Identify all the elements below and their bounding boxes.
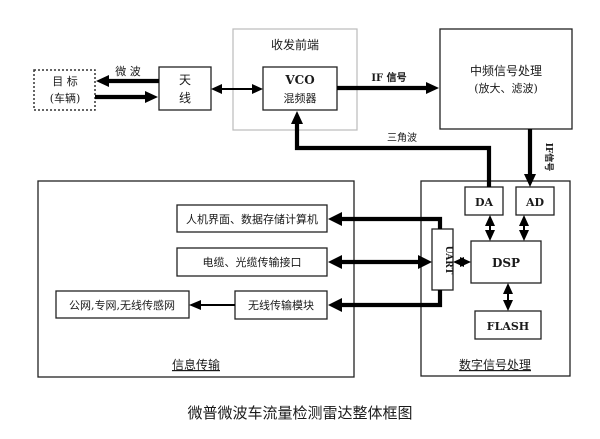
- wireless-module-label: 无线传输模块: [248, 298, 314, 312]
- hmi-computer-box: 人机界面、数据存储计算机: [176, 204, 328, 233]
- microwave-in-arrow: [95, 91, 158, 103]
- da-dsp-arrow: [485, 215, 495, 241]
- if-processing-sublabel: (放大、滤波): [474, 81, 538, 95]
- uart-box: UART: [431, 228, 454, 291]
- if-signal-arrow: [337, 82, 439, 94]
- antenna-box: 天 线: [158, 66, 212, 111]
- dsp-box: DSP: [470, 240, 542, 284]
- dsp-label: DSP: [492, 256, 520, 270]
- if-signal-label: IF 信号: [371, 71, 406, 84]
- cable-uart-arrow: [328, 255, 432, 269]
- transceiver-title: 收发前端: [271, 37, 319, 52]
- if-processing-box: 中频信号处理 (放大、滤波): [439, 28, 573, 130]
- microwave-out-arrow: [96, 75, 159, 87]
- mixer-label: 混频器: [284, 91, 317, 105]
- flash-label: FLASH: [487, 320, 529, 333]
- da-label: DA: [475, 196, 494, 209]
- ad-dsp-arrow: [519, 215, 529, 241]
- microwave-label: 微 波: [115, 64, 141, 78]
- uart-label: UART: [443, 246, 453, 275]
- cable-interface-box: 电缆、光缆传输接口: [176, 247, 328, 277]
- if-to-ad-arrow: [524, 129, 536, 187]
- vco-label: VCO: [284, 73, 314, 87]
- network-label: 公网,专网,无线传感网: [69, 298, 175, 312]
- diagram-caption: 微普微波车流量检测雷达整体框图: [187, 404, 412, 422]
- antenna-label-1: 天: [179, 73, 191, 87]
- if-signal-vertical-label: IF信号: [543, 143, 555, 172]
- if-processing-label: 中频信号处理: [470, 63, 542, 78]
- digital-processing-title: 数字信号处理: [459, 357, 531, 372]
- antenna-label-2: 线: [179, 91, 191, 105]
- hmi-computer-label: 人机界面、数据存储计算机: [186, 212, 318, 226]
- target-label: 目 标: [52, 74, 78, 88]
- cable-interface-label: 电缆、光缆传输接口: [203, 255, 302, 269]
- wireless-uart-arrow: [328, 290, 443, 312]
- target-box: 目 标 (车辆): [33, 69, 96, 111]
- uart-dsp-arrow: [453, 257, 471, 267]
- ad-label: AD: [525, 196, 545, 209]
- dsp-flash-arrow: [503, 283, 513, 311]
- vco-mixer-box: VCO 混频器: [262, 66, 338, 111]
- network-box: 公网,专网,无线传感网: [55, 290, 190, 319]
- da-box: DA: [464, 186, 504, 216]
- wireless-network-arrow: [189, 300, 235, 310]
- target-sublabel: (车辆): [50, 91, 81, 105]
- triangle-wave-label: 三角波: [387, 131, 417, 144]
- triangle-wave-arrow: [291, 111, 492, 187]
- ad-box: AD: [515, 186, 555, 216]
- antenna-vco-arrow: [211, 84, 263, 94]
- hmi-uart-arrow: [328, 212, 443, 229]
- flash-box: FLASH: [474, 310, 542, 340]
- wireless-module-box: 无线传输模块: [234, 290, 328, 320]
- info-transmission-title: 信息传输: [172, 357, 220, 372]
